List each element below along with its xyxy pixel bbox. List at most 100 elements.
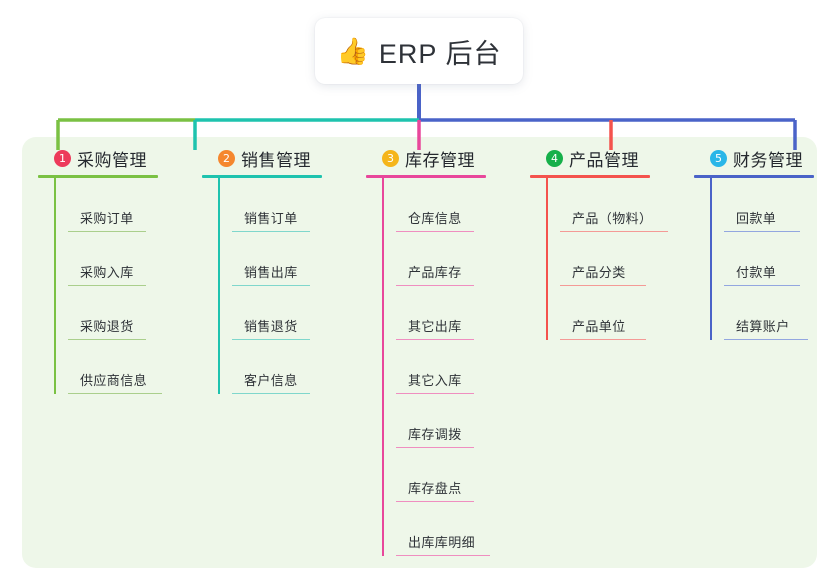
leaf-label: 销售订单 xyxy=(244,211,298,226)
column-title: 采购管理 xyxy=(77,150,147,170)
leaf-list: 仓库信息产品库存其它出库其它入库库存调拨库存盘点出库库明细 xyxy=(382,178,516,556)
leaf-label: 回款单 xyxy=(736,211,777,226)
leaf-item[interactable]: 产品分类 xyxy=(560,232,680,286)
leaf-label: 其它入库 xyxy=(408,373,462,388)
leaf-item[interactable]: 销售出库 xyxy=(232,232,352,286)
leaf-underline xyxy=(396,338,474,340)
leaf-item[interactable]: 结算账户 xyxy=(724,286,839,340)
leaf-spine xyxy=(710,178,712,340)
leaf-label: 付款单 xyxy=(736,265,777,280)
column-number-badge: 4 xyxy=(546,149,563,167)
leaf-label: 产品单位 xyxy=(572,319,626,334)
leaf-label: 产品（物料） xyxy=(572,211,653,226)
leaf-item[interactable]: 供应商信息 xyxy=(68,340,188,394)
leaf-label: 库存调拨 xyxy=(408,427,462,442)
leaf-underline xyxy=(396,500,474,502)
leaf-item[interactable]: 采购退货 xyxy=(68,286,188,340)
leaf-item[interactable]: 产品单位 xyxy=(560,286,680,340)
leaf-label: 采购入库 xyxy=(80,265,134,280)
leaf-list: 回款单付款单结算账户 xyxy=(710,178,839,340)
leaf-item[interactable]: 采购订单 xyxy=(68,178,188,232)
column-header[interactable]: 1 采购管理 xyxy=(38,146,188,170)
root-title: ERP 后台 xyxy=(378,38,502,69)
leaf-spine xyxy=(54,178,56,394)
column-underline xyxy=(530,175,650,178)
leaf-item[interactable]: 库存盘点 xyxy=(396,448,516,502)
leaf-underline xyxy=(232,284,310,286)
leaf-item[interactable]: 产品（物料） xyxy=(560,178,680,232)
leaf-underline xyxy=(560,230,668,232)
leaf-item[interactable]: 其它入库 xyxy=(396,340,516,394)
leaf-underline xyxy=(724,338,808,340)
leaf-item[interactable]: 采购入库 xyxy=(68,232,188,286)
leaf-item[interactable]: 销售订单 xyxy=(232,178,352,232)
leaf-label: 仓库信息 xyxy=(408,211,462,226)
column-header[interactable]: 5 财务管理 xyxy=(694,146,839,170)
column-number-badge: 3 xyxy=(382,149,399,167)
column-财务管理: 5 财务管理回款单付款单结算账户 xyxy=(694,146,839,340)
leaf-label: 结算账户 xyxy=(736,319,790,334)
column-title: 产品管理 xyxy=(569,150,639,170)
column-title: 销售管理 xyxy=(241,150,311,170)
leaf-label: 销售退货 xyxy=(244,319,298,334)
leaf-item[interactable]: 其它出库 xyxy=(396,286,516,340)
column-header[interactable]: 2 销售管理 xyxy=(202,146,352,170)
column-number-badge: 2 xyxy=(218,149,235,167)
leaf-underline xyxy=(396,554,490,556)
column-underline xyxy=(202,175,322,178)
leaf-underline xyxy=(68,230,146,232)
column-underline xyxy=(694,175,814,178)
leaf-spine xyxy=(218,178,220,394)
column-header[interactable]: 3 库存管理 xyxy=(366,146,516,170)
leaf-spine xyxy=(546,178,548,340)
column-number-badge: 1 xyxy=(54,149,71,167)
leaf-item[interactable]: 仓库信息 xyxy=(396,178,516,232)
leaf-underline xyxy=(396,230,474,232)
leaf-underline xyxy=(560,338,646,340)
leaf-underline xyxy=(724,230,800,232)
leaf-underline xyxy=(232,392,310,394)
leaf-item[interactable]: 客户信息 xyxy=(232,340,352,394)
leaf-item[interactable]: 库存调拨 xyxy=(396,394,516,448)
column-number-badge: 5 xyxy=(710,149,727,167)
leaf-label: 产品库存 xyxy=(408,265,462,280)
root-node[interactable]: 👍 ERP 后台 xyxy=(315,18,523,84)
leaf-underline xyxy=(396,392,474,394)
leaf-underline xyxy=(396,284,474,286)
leaf-label: 产品分类 xyxy=(572,265,626,280)
leaf-underline xyxy=(724,284,800,286)
diagram-panel xyxy=(22,137,817,568)
leaf-item[interactable]: 出库库明细 xyxy=(396,502,516,556)
leaf-item[interactable]: 产品库存 xyxy=(396,232,516,286)
leaf-item[interactable]: 销售退货 xyxy=(232,286,352,340)
leaf-list: 销售订单销售出库销售退货客户信息 xyxy=(218,178,352,394)
leaf-label: 采购订单 xyxy=(80,211,134,226)
leaf-label: 销售出库 xyxy=(244,265,298,280)
leaf-label: 供应商信息 xyxy=(80,373,148,388)
thumbs-up-icon: 👍 xyxy=(336,36,369,66)
leaf-underline xyxy=(560,284,646,286)
column-销售管理: 2 销售管理销售订单销售出库销售退货客户信息 xyxy=(202,146,352,394)
leaf-list: 采购订单采购入库采购退货供应商信息 xyxy=(54,178,188,394)
leaf-item[interactable]: 付款单 xyxy=(724,232,839,286)
column-underline xyxy=(38,175,158,178)
leaf-spine xyxy=(382,178,384,556)
column-title: 财务管理 xyxy=(733,150,803,170)
leaf-label: 其它出库 xyxy=(408,319,462,334)
leaf-underline xyxy=(68,338,146,340)
leaf-label: 出库库明细 xyxy=(408,535,476,550)
leaf-item[interactable]: 回款单 xyxy=(724,178,839,232)
leaf-underline xyxy=(68,392,162,394)
leaf-underline xyxy=(396,446,474,448)
column-产品管理: 4 产品管理产品（物料） 产品分类产品单位 xyxy=(530,146,680,340)
column-header[interactable]: 4 产品管理 xyxy=(530,146,680,170)
leaf-label: 客户信息 xyxy=(244,373,298,388)
leaf-underline xyxy=(68,284,146,286)
column-title: 库存管理 xyxy=(405,150,475,170)
column-underline xyxy=(366,175,486,178)
leaf-list: 产品（物料） 产品分类产品单位 xyxy=(546,178,680,340)
column-采购管理: 1 采购管理采购订单采购入库采购退货供应商信息 xyxy=(38,146,188,394)
column-库存管理: 3 库存管理仓库信息产品库存其它出库其它入库库存调拨库存盘点出库库明细 xyxy=(366,146,516,556)
